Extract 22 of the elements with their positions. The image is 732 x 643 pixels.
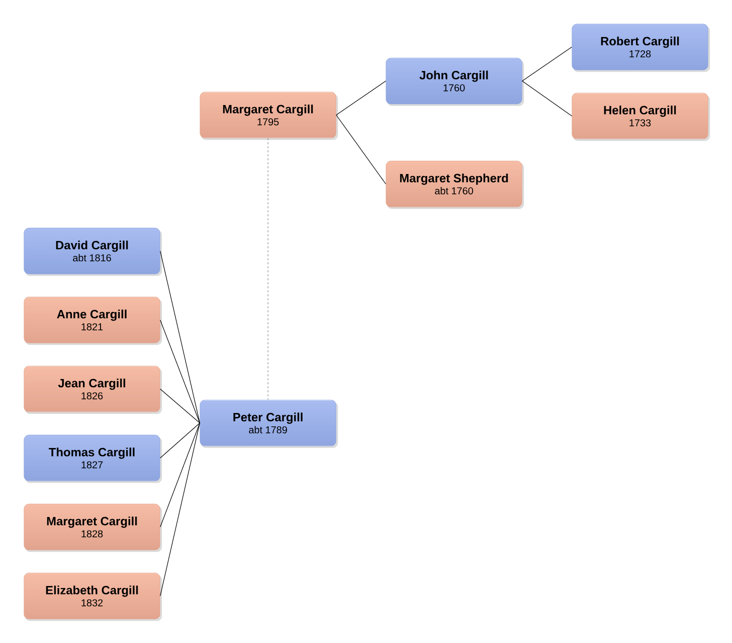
person-box: Helen Cargill 1733 bbox=[572, 92, 710, 141]
person-box: Robert Cargill 1728 bbox=[572, 24, 710, 72]
person-box: John Cargill 1760 bbox=[386, 58, 524, 106]
connector-line bbox=[336, 114, 386, 184]
person-box: Thomas Cargill 1827 bbox=[24, 434, 162, 483]
connector-line bbox=[160, 422, 200, 596]
connector-line bbox=[160, 320, 200, 424]
connector-line bbox=[160, 388, 200, 424]
connector-line bbox=[522, 80, 572, 116]
person-box: Margaret Shepherd abt 1760 bbox=[386, 160, 524, 209]
connector-line bbox=[160, 250, 200, 424]
person-box: David Cargill abt 1816 bbox=[24, 228, 162, 276]
person-box: Anne Cargill 1821 bbox=[24, 296, 162, 345]
connector-line bbox=[336, 80, 386, 116]
person-box: Jean Cargill 1826 bbox=[24, 366, 162, 414]
connector-line bbox=[160, 422, 200, 528]
person-box: Peter Cargill abt 1789 bbox=[200, 400, 338, 448]
person-box: Margaret Cargill 1795 bbox=[200, 92, 338, 140]
connector-line bbox=[160, 422, 200, 458]
connector-line bbox=[522, 46, 572, 82]
person-box: Elizabeth Cargill 1832 bbox=[24, 572, 162, 621]
person-box: Margaret Cargill 1828 bbox=[24, 504, 162, 552]
